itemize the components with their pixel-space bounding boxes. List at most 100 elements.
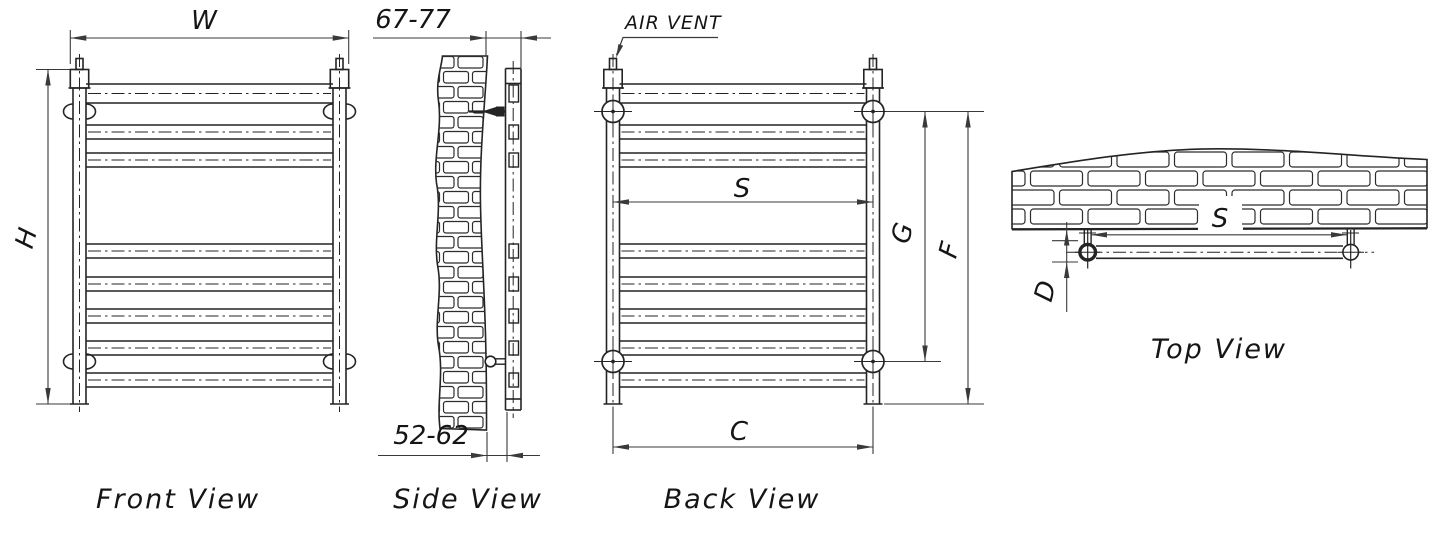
brick [471, 340, 488, 354]
wall-mount-bump [345, 353, 357, 370]
arrowhead [1331, 232, 1347, 238]
wall-mount-bump [322, 103, 334, 120]
arrowhead [922, 111, 928, 128]
back-view [594, 36, 984, 454]
rung-end [508, 372, 520, 388]
brick [516, 117, 541, 129]
brick [516, 207, 541, 219]
arrowhead [857, 444, 873, 450]
brick [486, 385, 488, 399]
arrowhead [470, 35, 486, 41]
brick [442, 190, 470, 204]
brick [442, 310, 470, 324]
brick [457, 325, 484, 339]
wall-mount-bump [85, 353, 97, 370]
brick [435, 145, 455, 159]
wall-mount-bump [85, 103, 97, 120]
brick [516, 417, 541, 429]
brick [435, 160, 441, 174]
brick [1058, 189, 1113, 206]
brick [486, 115, 488, 129]
arrowhead [507, 452, 523, 459]
brick [435, 340, 441, 354]
brick [486, 295, 488, 309]
brick [1144, 208, 1199, 225]
brick [516, 57, 541, 69]
arrowhead [471, 452, 487, 459]
arrowhead [1064, 229, 1070, 246]
brick [1231, 151, 1285, 168]
top-span-label: S [1212, 204, 1229, 234]
brick [435, 415, 455, 429]
brick [435, 115, 455, 129]
brick [486, 85, 488, 99]
brick [486, 145, 488, 159]
top-depth-label: D [1029, 278, 1063, 305]
brick [486, 175, 488, 189]
post-cap-plug [335, 57, 344, 71]
side-view [373, 31, 551, 462]
rung-end [508, 84, 520, 103]
brick [516, 387, 541, 399]
brick [435, 70, 441, 84]
brick [1374, 170, 1427, 187]
back-f-label: F [934, 238, 967, 261]
brick [435, 355, 455, 369]
rung-end [508, 152, 520, 168]
back-g-label: G [886, 220, 920, 247]
brick [516, 147, 541, 159]
brick-pattern [1012, 151, 1445, 225]
brick [516, 87, 541, 99]
brick [516, 237, 541, 249]
brick [435, 385, 455, 399]
brick [1259, 170, 1314, 187]
brick [435, 85, 455, 99]
brick [435, 310, 441, 324]
brick [442, 100, 470, 114]
brick [435, 280, 441, 294]
brick [516, 357, 541, 369]
brick [442, 400, 470, 414]
brick [442, 160, 470, 174]
wall-outline [434, 55, 489, 431]
brick [1288, 189, 1343, 206]
brick [435, 220, 441, 234]
brick [435, 325, 455, 339]
brick [1433, 209, 1445, 224]
brick [457, 295, 484, 309]
arrowhead [613, 199, 629, 205]
brick [435, 250, 441, 264]
back-span-label: S [734, 174, 751, 204]
brick [457, 385, 484, 399]
arrowhead [616, 43, 624, 58]
side-top-dim-label: 67-77 [375, 5, 451, 35]
wall-mount-bump [322, 353, 334, 370]
label-notch [1199, 196, 1242, 232]
wall-mount-bump [62, 103, 74, 120]
brick [471, 70, 488, 84]
brick [435, 400, 441, 414]
top-view [1011, 147, 1445, 312]
brick [1012, 170, 1026, 187]
front-height-label: H [10, 225, 44, 252]
post-cap-plug [608, 57, 618, 71]
arrowhead [965, 388, 971, 404]
brick [435, 370, 441, 384]
arrowhead [521, 35, 537, 41]
back-c-label: C [730, 417, 749, 447]
brick [435, 265, 455, 279]
brick [1012, 151, 1055, 168]
arrowhead [332, 35, 349, 41]
brick [1433, 171, 1445, 186]
brick [486, 56, 488, 69]
brick [516, 177, 541, 189]
arrowhead [45, 69, 51, 86]
brick [486, 325, 488, 339]
brick [486, 265, 488, 279]
arrowhead [1091, 232, 1107, 238]
brick [457, 115, 484, 129]
brick [1012, 208, 1026, 225]
brick [442, 130, 470, 144]
brick [1403, 189, 1427, 206]
brick [442, 70, 470, 84]
